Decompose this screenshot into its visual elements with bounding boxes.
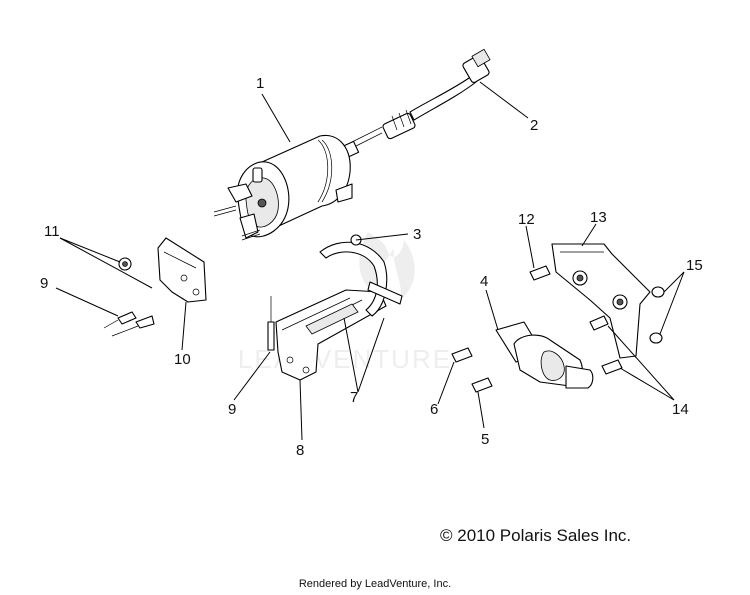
callout-14: 14	[672, 401, 689, 418]
callout-8: 8	[296, 442, 304, 459]
callout-10: 10	[174, 351, 191, 368]
callout-9-left: 9	[40, 275, 48, 292]
callout-5: 5	[481, 431, 489, 448]
heat-shield-bracket	[267, 234, 403, 381]
callout-12: 12	[518, 211, 535, 228]
mounting-bracket-left	[103, 237, 207, 337]
callout-13: 13	[590, 209, 607, 226]
callout-2: 2	[530, 117, 538, 134]
starter-cable	[382, 48, 491, 140]
callout-6: 6	[430, 401, 438, 418]
callout-labels: 1 2 3 4 5 6 7 8 9 9 10 11 12 13 14 15	[40, 75, 703, 459]
copyright-notice: © 2010 Polaris Sales Inc.	[440, 526, 632, 545]
rendered-by-footer: Rendered by LeadVenture, Inc.	[298, 578, 452, 590]
mounting-bracket-right	[529, 243, 665, 375]
callout-9-center: 9	[228, 401, 236, 418]
starter-drive	[451, 321, 594, 393]
leader-lines	[55, 81, 685, 441]
starter-motor	[213, 126, 383, 241]
callout-4: 4	[480, 273, 488, 290]
callout-11: 11	[44, 223, 60, 240]
callout-7: 7	[350, 389, 358, 406]
callout-1: 1	[256, 75, 264, 92]
callout-15: 15	[686, 257, 703, 274]
callout-3: 3	[413, 226, 421, 243]
